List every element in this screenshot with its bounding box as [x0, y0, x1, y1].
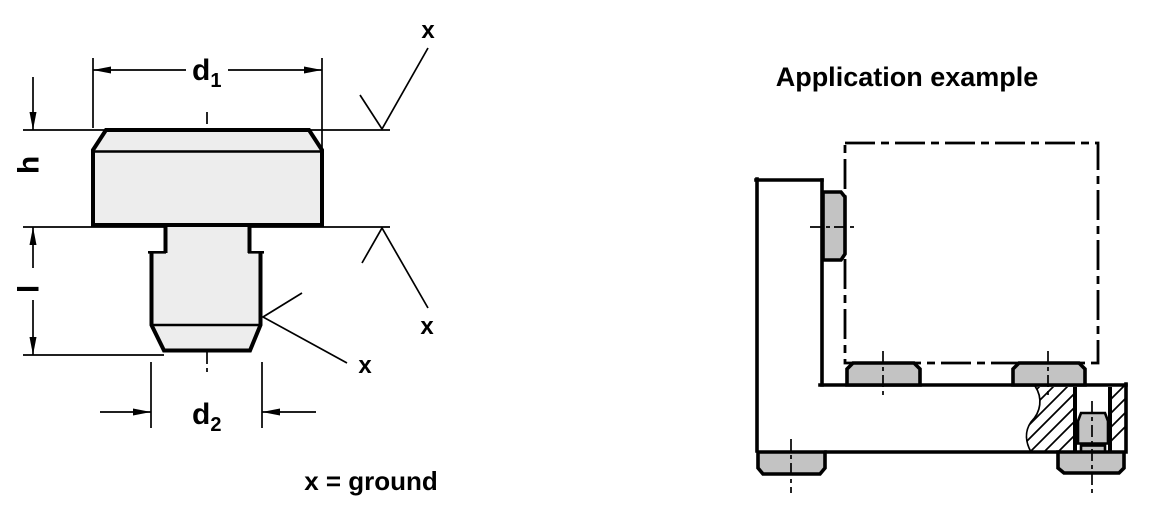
dimension-h-l: h l	[13, 77, 46, 355]
dimension-d1: d1	[93, 54, 322, 92]
arrowhead	[133, 408, 151, 416]
surface-mark-x-bottom: x	[420, 313, 434, 340]
arrowhead	[29, 112, 37, 130]
arrowhead	[304, 66, 322, 74]
surface-finish-mark-chamfer: x	[261, 292, 372, 379]
section-hatching	[1025, 385, 1125, 453]
arrowhead	[93, 66, 111, 74]
arrowhead	[262, 408, 280, 416]
ground-note: x = ground	[304, 466, 438, 496]
pad-head	[91, 128, 324, 227]
surface-finish-mark-top: x	[359, 17, 435, 131]
rest-pad-side	[821, 190, 847, 262]
application-example-view: Application example	[754, 62, 1128, 494]
dim-label-l: l	[13, 285, 46, 293]
surface-mark-x-top: x	[421, 17, 435, 44]
pad-shank	[148, 251, 264, 353]
dim-label-d1: d1	[192, 54, 221, 92]
break-line	[1025, 385, 1041, 453]
dimension-d2: d2	[100, 398, 316, 436]
pad-dimension-view: d1 h l d2 x x	[13, 17, 438, 496]
arrowhead	[29, 227, 37, 245]
surface-mark-x-chamfer: x	[358, 352, 372, 379]
drawing-title: Application example	[776, 62, 1039, 92]
pad-neck	[163, 225, 252, 253]
dim-label-h: h	[13, 156, 46, 174]
rest-pad-top-2	[1011, 361, 1087, 387]
surface-finish-mark-bottom: x	[361, 226, 434, 340]
rest-pad-foot-right	[1056, 450, 1126, 475]
pad-shank-in-hole	[1076, 411, 1110, 445]
dim-label-d2: d2	[192, 398, 221, 436]
mounting-hole-section	[1073, 387, 1112, 454]
pad-centerlines	[790, 226, 1093, 494]
arrowhead	[29, 337, 37, 355]
workpiece-outline	[843, 141, 1100, 365]
